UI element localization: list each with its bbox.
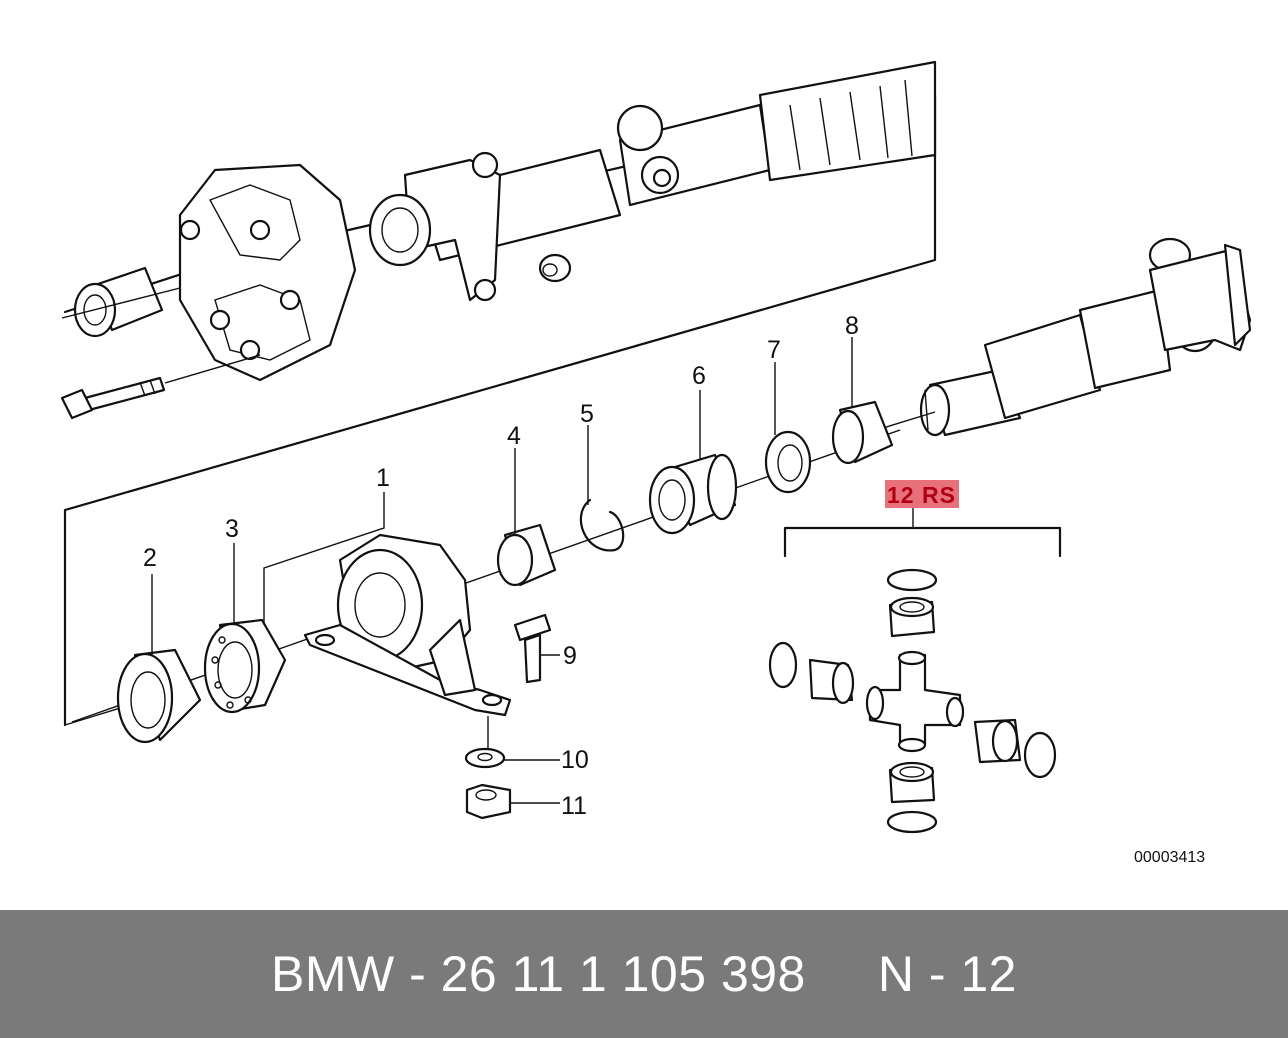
callout-2: 2 [143,544,157,572]
callout-7: 7 [767,336,781,364]
part-number-label: BMW - 26 11 1 105 398 N - 12 [271,946,1017,1002]
callout-6: 6 [692,362,706,390]
callout-10: 10 [561,746,589,774]
footer-bar: BMW - 26 11 1 105 398 N - 12 [0,910,1288,1038]
callout-12-rs: 12 RS [887,482,956,508]
callout-5: 5 [580,400,594,428]
center-bearing-assembly [71,337,901,820]
callout-4: 4 [507,422,521,450]
callout-1: 1 [376,464,390,492]
exploded-parts-diagram: 1 2 3 4 5 6 7 8 9 10 11 12 RS 00003413 [60,60,1252,866]
diagram-drawing [60,60,1252,834]
callout-8: 8 [845,312,859,340]
callout-3: 3 [225,515,239,543]
highlight-box [885,480,959,508]
universal-joint-kit [768,506,1062,834]
upper-driveshaft [60,60,937,420]
rear-driveshaft [869,237,1252,437]
callout-11: 11 [561,792,587,820]
callout-9: 9 [563,642,577,670]
diagram-number: 00003413 [1134,849,1206,866]
